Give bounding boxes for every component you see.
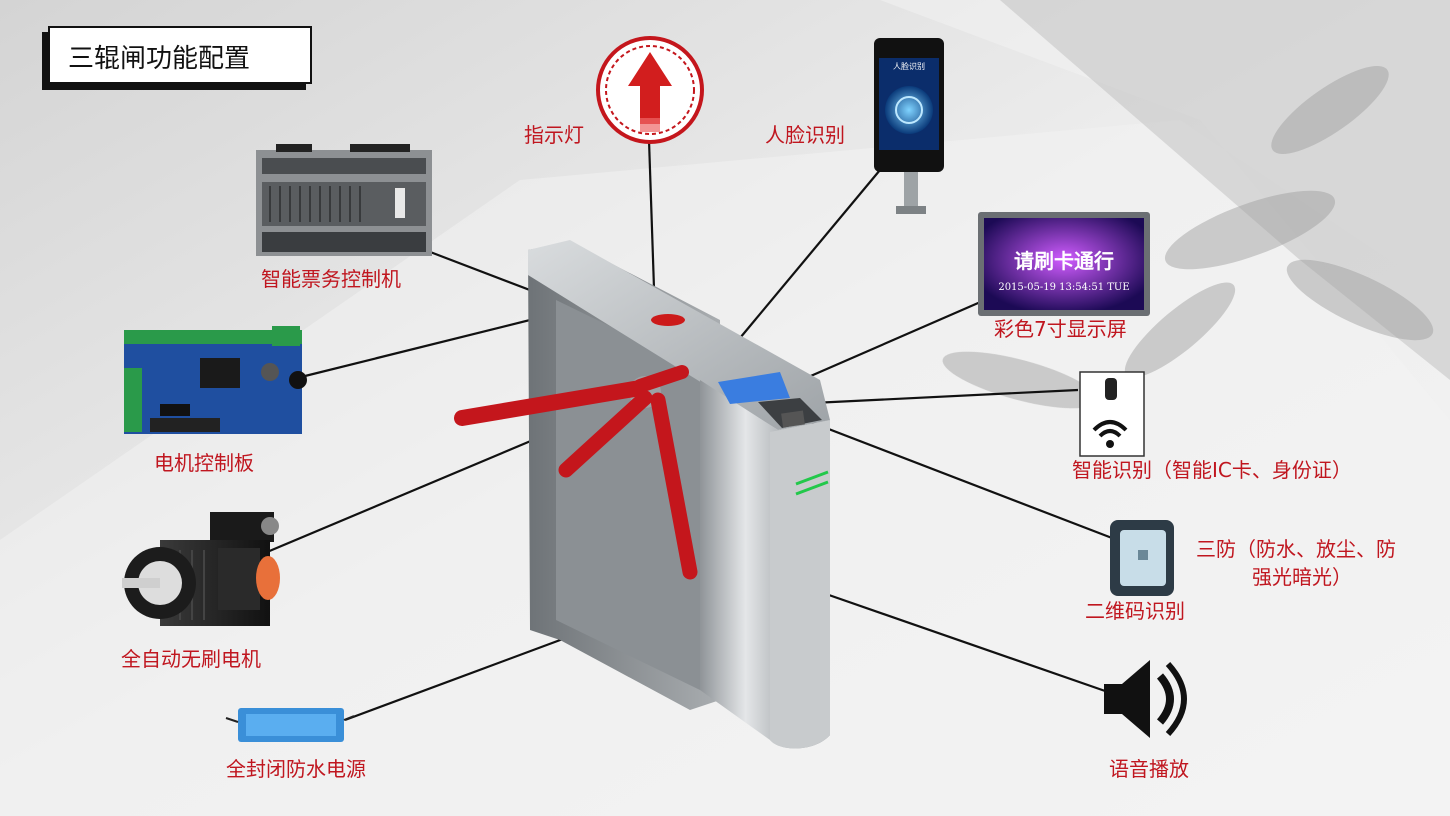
turnstile-indicator-light: [651, 314, 685, 326]
power-supply-device: [225, 708, 355, 742]
qr-reader-device: [1110, 520, 1174, 596]
leader-line-smart: [791, 388, 1079, 406]
label-voice: 语音播放: [1109, 757, 1189, 781]
label-qr-recognition: 二维码识别: [1085, 599, 1185, 623]
background-shadow: [1000, 0, 1450, 380]
label-display: 彩色7寸显示屏: [994, 317, 1127, 341]
turnstile-column-front-face: [770, 420, 830, 749]
turnstile-blue-screen: [718, 372, 790, 404]
title-box: 三辊闸功能配置: [48, 26, 312, 84]
turnstile-green-arrows: [795, 470, 829, 496]
leader-line-face: [729, 169, 881, 351]
display-main-text: 请刷卡通行: [1014, 249, 1114, 273]
leader-line-motor-board: [304, 312, 555, 378]
motor-control-board-device: [124, 326, 307, 434]
label-ticket-controller: 智能票务控制机: [261, 267, 401, 291]
leaf-shadows: [942, 65, 1434, 409]
label-power: 全封闭防水电源: [226, 757, 366, 781]
label-smart-recognition: 智能识别（智能IC卡、身份证）: [1072, 458, 1352, 482]
smart-card-reader-device: [1079, 371, 1145, 457]
brushless-motor-device: [122, 512, 280, 626]
label-indicator: 指示灯: [524, 123, 584, 147]
label-face-recognition: 人脸识别: [765, 123, 845, 147]
ticket-controller-device: [256, 144, 432, 256]
turnstile-arms: [454, 365, 698, 580]
label-motor-board: 电机控制板: [154, 451, 254, 475]
leader-line-voice: [825, 592, 1109, 694]
face-screen-text: 人脸识别: [893, 61, 925, 71]
speaker-icon: [1104, 660, 1187, 738]
color-display-device: 请刷卡通行 2015-05-19 13:54:51 TUE: [978, 212, 1150, 316]
face-recognition-device: 人脸识别: [874, 38, 944, 214]
label-protection-line2: 强光暗光）: [1252, 565, 1352, 589]
page-title: 三辊闸功能配置: [68, 44, 251, 74]
label-protection-line1: 三防（防水、放尘、防: [1196, 537, 1396, 561]
leader-line-qr: [799, 416, 1113, 540]
label-motor: 全自动无刷电机: [121, 647, 261, 671]
turnstile: [454, 240, 830, 749]
leader-line-display: [789, 298, 986, 387]
indicator-light-icon: [596, 36, 704, 144]
turnstile-qr-window: [781, 410, 805, 428]
display-sub-text: 2015-05-19 13:54:51 TUE: [998, 282, 1129, 293]
